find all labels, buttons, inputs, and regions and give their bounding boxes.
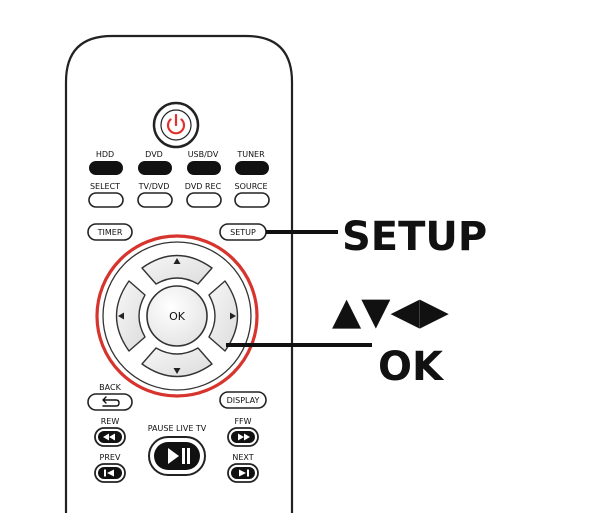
source-button[interactable] (234, 192, 270, 208)
dvd-button[interactable] (138, 161, 172, 175)
back-label: BACK (99, 383, 121, 392)
prev-label: PREV (100, 453, 121, 462)
tuner-label: TUNER (236, 150, 265, 159)
usbdv-button[interactable] (187, 161, 221, 175)
usbdv-label: USB/DV (188, 150, 219, 159)
timer-button[interactable]: TIMER (87, 223, 133, 241)
timer-label: TIMER (97, 228, 123, 237)
setup-button[interactable]: SETUP (219, 223, 267, 241)
setup-label: SETUP (230, 228, 256, 237)
play-pause-icon (168, 448, 190, 464)
triangle-right-icon (230, 312, 236, 320)
pause-live-tv-label: PAUSE LIVE TV (148, 424, 207, 433)
tvdvd-label: TV/DVD (138, 182, 170, 191)
source-label: SOURCE (234, 182, 267, 191)
dvdrec-button[interactable] (186, 192, 222, 208)
nav-down-button[interactable] (141, 347, 213, 378)
power-icon (166, 113, 186, 135)
display-button[interactable]: DISPLAY (219, 391, 267, 409)
back-button[interactable] (87, 393, 133, 411)
ok-label: OK (169, 310, 186, 323)
dvd-label: DVD (145, 150, 163, 159)
next-button[interactable] (227, 463, 259, 483)
dvdrec-label: DVD REC (185, 182, 222, 191)
nav-up-button[interactable] (141, 254, 213, 285)
hdd-button[interactable] (89, 161, 123, 175)
triangle-left-icon (118, 312, 124, 320)
ffw-label: FFW (234, 417, 251, 426)
hdd-label: HDD (96, 150, 114, 159)
next-label: NEXT (232, 453, 253, 462)
rew-label: REW (101, 417, 120, 426)
nav-left-button[interactable] (115, 280, 146, 352)
tvdvd-button[interactable] (137, 192, 173, 208)
ok-button[interactable]: OK (146, 285, 208, 347)
skip-previous-icon (104, 469, 114, 477)
rewind-icon (103, 433, 115, 441)
rew-button[interactable] (94, 427, 126, 447)
skip-next-icon (239, 469, 249, 477)
triangle-down-icon (173, 368, 181, 374)
select-label: SELECT (90, 182, 120, 191)
fast-forward-icon (238, 433, 250, 441)
display-label: DISPLAY (227, 396, 260, 405)
prev-button[interactable] (94, 463, 126, 483)
power-button[interactable] (152, 101, 200, 149)
nav-cluster: OK (95, 234, 259, 398)
ffw-button[interactable] (227, 427, 259, 447)
ok-callout: OK (378, 344, 445, 390)
select-button[interactable] (88, 192, 124, 208)
setup-callout: SETUP (342, 214, 487, 260)
arrows-callout: ▲▼◀▶ (332, 289, 450, 333)
triangle-up-icon (173, 258, 181, 264)
back-arrow-icon (102, 396, 120, 407)
nav-right-button[interactable] (208, 280, 239, 352)
play-pause-button[interactable] (148, 436, 206, 476)
tuner-button[interactable] (235, 161, 269, 175)
